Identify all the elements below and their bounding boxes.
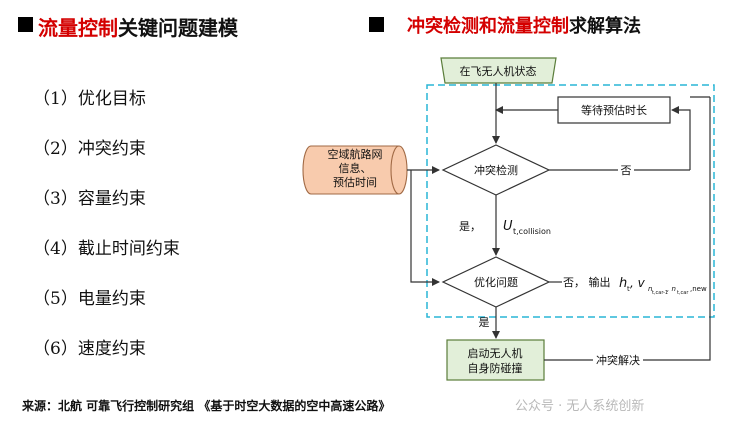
- algorithm-region: [426, 84, 715, 318]
- output-v-subsub2: t,car: [677, 290, 689, 296]
- launch-line1: 启动无人机: [468, 346, 523, 360]
- output-v-subsub: t,car-1: [652, 290, 668, 296]
- output-v-sub2: , n: [667, 285, 676, 293]
- detect-yes-label: 是，: [459, 220, 481, 233]
- output-h: h: [619, 276, 627, 291]
- left-heading-rest: 关键问题建模: [118, 16, 238, 40]
- output-h-sub: t: [627, 285, 630, 293]
- right-heading: 冲突检测和流量控制求解算法: [407, 12, 641, 38]
- list-item-conflict: （2）冲突约束: [33, 139, 146, 159]
- list-item-capacity: （3）容量约束: [33, 189, 146, 209]
- heading-bullet-right: [369, 17, 384, 32]
- detect-label: 冲突检测: [474, 163, 518, 177]
- optimize-no-label: 否， 输出: [563, 275, 611, 289]
- right-heading-rest: 求解算法: [569, 16, 641, 37]
- start-node: [440, 57, 557, 84]
- watermark: 公众号 · 无人系统创新: [515, 399, 645, 414]
- launch-line2: 自身防碰撞: [468, 361, 523, 375]
- source-citation: 来源：北航 可靠飞行控制研究组 《基于时空大数据的空中高速公路》: [22, 399, 391, 413]
- detect-no-label: 否: [621, 164, 632, 177]
- output-v-sub3: ,new: [690, 285, 707, 293]
- resolve-label: 冲突解决: [596, 353, 640, 367]
- start-node-label: 在飞无人机状态: [460, 64, 537, 78]
- output-v: , v: [630, 276, 646, 290]
- collision-subscript: t,collision: [513, 227, 551, 236]
- optimize-yes-label: 是: [479, 316, 490, 329]
- list-item-battery: （5）电量约束: [33, 289, 146, 309]
- input-line3: 预估时间: [333, 176, 377, 189]
- right-heading-highlight: 冲突检测和流量控制: [407, 16, 569, 37]
- output-v-sub: n: [648, 285, 652, 293]
- left-heading-highlight: 流量控制: [38, 16, 118, 40]
- list-item-deadline: （4）截止时间约束: [33, 239, 180, 259]
- input-line2: 信息、: [339, 161, 372, 175]
- left-heading: 流量控制关键问题建模: [38, 12, 238, 41]
- list-item-speed: （6）速度约束: [33, 339, 146, 359]
- input-line1: 空域航路网: [328, 147, 383, 161]
- collision-symbol: U: [503, 219, 513, 234]
- optimize-label: 优化问题: [474, 275, 518, 289]
- heading-bullet-left: [18, 17, 33, 32]
- list-item-objective: （1）优化目标: [33, 89, 146, 109]
- wait-node-label: 等待预估时长: [581, 103, 647, 117]
